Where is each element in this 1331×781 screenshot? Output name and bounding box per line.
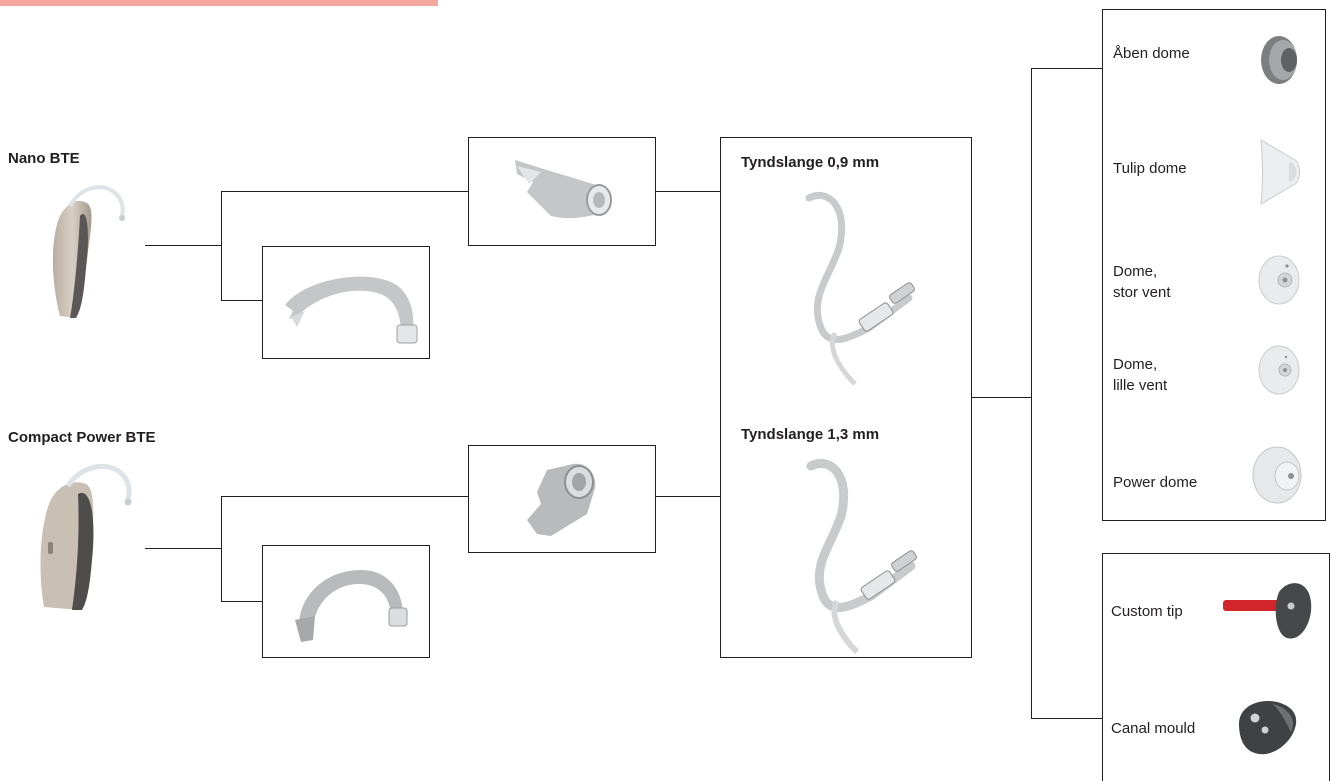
dome-label-large-vent: Dome, stor vent: [1113, 263, 1171, 301]
dome-small-vent-icon: [1255, 342, 1305, 398]
nano-thin-tube-adapter-icon: [507, 152, 617, 232]
connector: [145, 245, 221, 247]
dome-large-vent-icon: [1255, 252, 1305, 308]
thin-tube-icon: [799, 456, 929, 656]
thin-tube-box: Tyndslange 0,9 mm Tyndslange 1,3 mm: [720, 137, 972, 658]
accent-bar: [0, 0, 438, 6]
custom-label-tip: Custom tip: [1111, 603, 1183, 620]
canal-mould-icon: [1233, 694, 1303, 760]
connector: [221, 601, 262, 603]
dome-label-power: Power dome: [1113, 474, 1198, 491]
connector: [1031, 68, 1033, 718]
connector: [221, 191, 468, 193]
connector: [972, 397, 1031, 399]
hearing-aid-nano-icon: [40, 176, 140, 326]
connector: [656, 496, 720, 498]
dome-label-small-vent: Dome, lille vent: [1113, 356, 1168, 394]
adapter-box: [468, 137, 656, 246]
tube-label-0-9mm: Tyndslange 0,9 mm: [741, 154, 880, 171]
tube-label-1-3mm: Tyndslange 1,3 mm: [741, 426, 880, 443]
nano-earhook-icon: [275, 259, 425, 349]
dome-label-open: Åben dome: [1113, 45, 1190, 62]
hearing-aid-compact-power-icon: [34, 452, 144, 617]
adapter-box: [262, 545, 430, 658]
custom-tip-icon: [1219, 572, 1319, 652]
connector: [1031, 718, 1102, 720]
connector: [221, 496, 223, 601]
thin-tube-icon: [799, 188, 929, 388]
connector: [221, 300, 262, 302]
device-label-nano-bte: Nano BTE: [8, 150, 80, 167]
connector: [145, 548, 221, 550]
device-label-compact-power-bte: Compact Power BTE: [8, 429, 156, 446]
power-dome-icon: [1249, 442, 1311, 508]
connector: [221, 496, 468, 498]
custom-box: Custom tip Canal mould: [1102, 553, 1330, 781]
adapter-box: [468, 445, 656, 553]
dome-label-tulip: Tulip dome: [1113, 160, 1187, 177]
compact-power-thin-tube-adapter-icon: [517, 456, 607, 546]
adapter-box: [262, 246, 430, 359]
connector: [221, 191, 223, 300]
tulip-dome-icon: [1255, 134, 1305, 210]
custom-label-canal-mould: Canal mould: [1111, 720, 1196, 737]
compact-power-earhook-icon: [285, 556, 415, 651]
connector: [656, 191, 720, 193]
connector: [1031, 68, 1102, 70]
dome-box: Åben dome Tulip dome Dome, stor vent Dom…: [1102, 9, 1326, 521]
open-dome-icon: [1255, 30, 1305, 90]
